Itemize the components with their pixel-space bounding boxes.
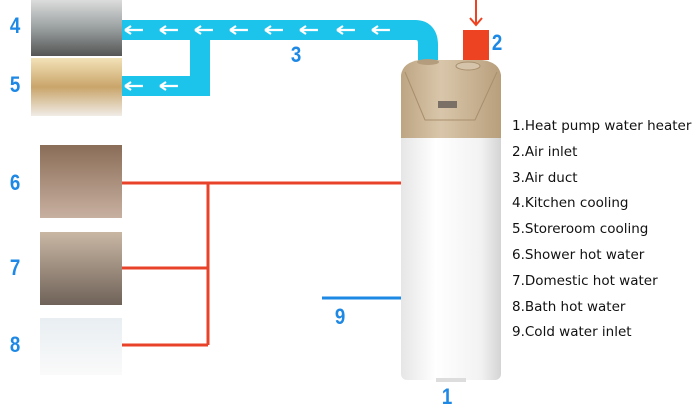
airflow-arrows	[124, 25, 390, 91]
legend-item: 4.Kitchen cooling	[512, 195, 629, 212]
legend-item: 2.Air inlet	[512, 143, 578, 160]
kitchen-photo	[31, 0, 122, 56]
hot-water-pipes	[122, 181, 402, 347]
callout-7: 7	[9, 255, 21, 280]
air-inlet-arrow-icon	[469, 0, 483, 27]
heat-pump-water-heater	[401, 59, 501, 382]
air-duct	[122, 20, 438, 96]
shower-photo	[40, 145, 122, 218]
storeroom-photo	[31, 58, 122, 116]
callout-6: 6	[9, 170, 21, 195]
legend-item: 7.Domestic hot water	[512, 272, 658, 289]
air-inlet	[463, 30, 489, 60]
callout-9: 9	[334, 304, 346, 329]
callout-4: 4	[9, 13, 21, 38]
callout-8: 8	[9, 332, 21, 357]
callout-2: 2	[491, 30, 503, 55]
legend-item: 8.Bath hot water	[512, 298, 626, 315]
legend-item: 5.Storeroom cooling	[512, 221, 649, 238]
bath-photo	[40, 318, 122, 375]
legend: 1.Heat pump water heater 2.Air inlet 3.A…	[512, 114, 691, 346]
legend-item: 6.Shower hot water	[512, 246, 645, 263]
faucet-photo	[40, 232, 122, 305]
legend-item: 1.Heat pump water heater	[512, 118, 692, 134]
callout-1: 1	[441, 384, 453, 407]
legend-item: 3.Air duct	[512, 169, 578, 186]
callout-3: 3	[290, 42, 302, 67]
legend-item: 9.Cold water inlet	[512, 324, 632, 341]
callout-5: 5	[9, 72, 21, 97]
